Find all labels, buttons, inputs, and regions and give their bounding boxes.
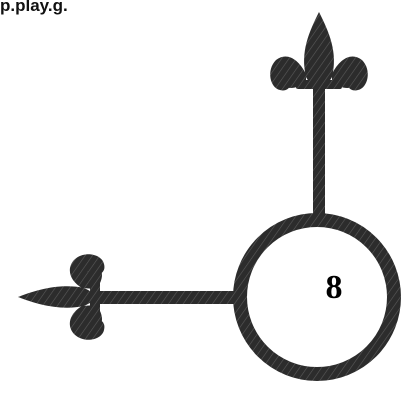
fleur-de-lis-arrow-left-icon bbox=[18, 254, 104, 340]
node-number-label: 8 bbox=[314, 271, 354, 305]
cropped-header-text: p.play.g. bbox=[0, 0, 68, 14]
vertical-shaft bbox=[313, 82, 325, 220]
horizontal-shaft bbox=[92, 291, 245, 304]
fleur-de-lis-arrow-up-icon bbox=[270, 12, 368, 90]
